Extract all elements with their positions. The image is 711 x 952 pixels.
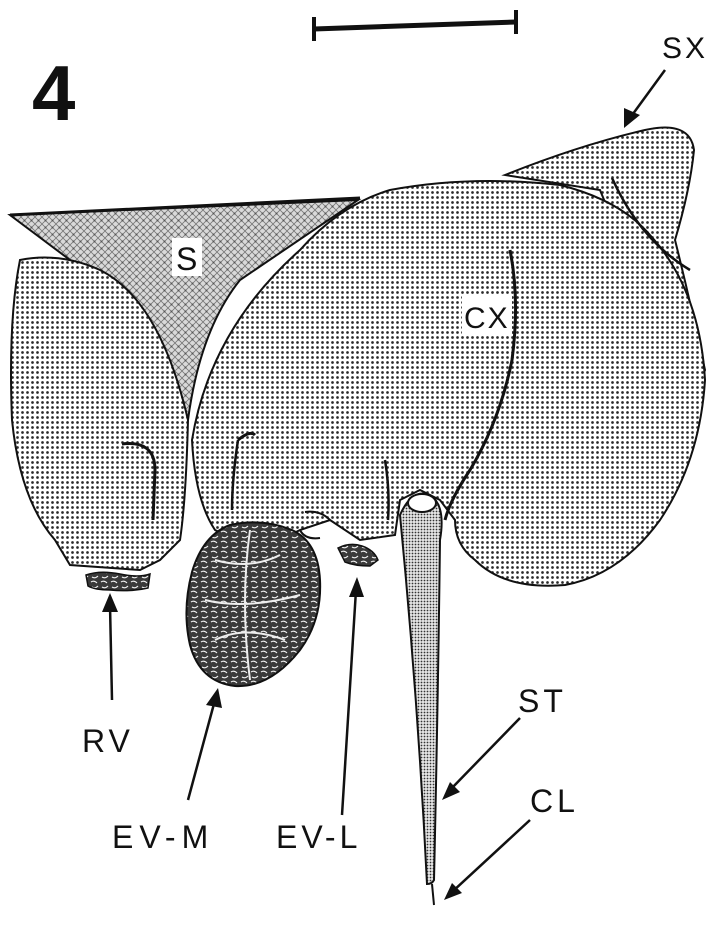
label-st: ST <box>518 683 567 719</box>
label-cl: CL <box>530 783 579 819</box>
figure-number: 4 <box>32 49 75 137</box>
label-rv: RV <box>82 723 134 759</box>
stylus-socket <box>408 494 436 512</box>
label-s: S <box>176 241 197 277</box>
vesicle-ev-l <box>338 544 378 566</box>
claw-tip <box>432 884 434 905</box>
arrow-st <box>442 718 520 800</box>
label-sx: SX <box>662 32 708 65</box>
scale-bar <box>314 10 516 41</box>
label-ev-m: EV-M <box>112 819 214 855</box>
stylus-st <box>400 494 442 884</box>
arrow-cl <box>444 820 530 900</box>
arrow-sx <box>624 70 665 128</box>
label-ev-l: EV-L <box>276 819 361 855</box>
arrow-ev-l <box>342 577 364 815</box>
vesicle-rv <box>86 572 150 590</box>
label-cx: CX <box>464 302 510 335</box>
arrow-rv <box>102 593 118 700</box>
arrow-ev-m <box>188 688 222 800</box>
